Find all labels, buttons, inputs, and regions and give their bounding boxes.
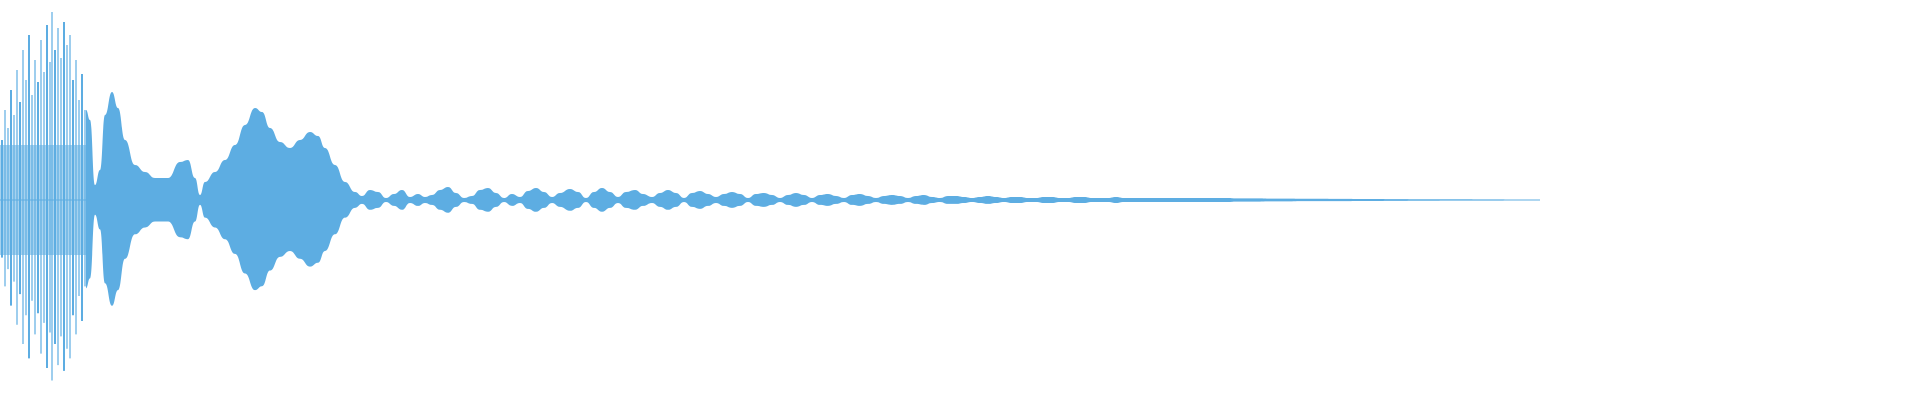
waveform-transient-spikes bbox=[0, 12, 88, 381]
waveform-envelope bbox=[86, 92, 1538, 306]
transient-body bbox=[0, 145, 88, 255]
